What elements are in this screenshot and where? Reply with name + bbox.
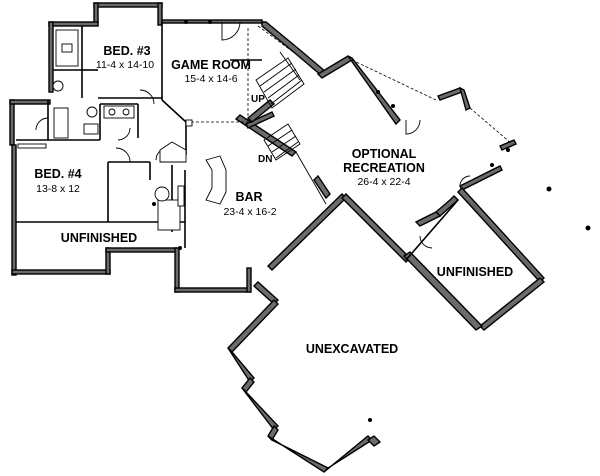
exterior-walls bbox=[9, 2, 263, 293]
game-room-name: GAME ROOM bbox=[171, 58, 251, 72]
room-label-optional-recreation: OPTIONAL RECREATION 26-4 x 22-4 bbox=[343, 147, 425, 188]
room-label-bed3: BED. #3 11-4 x 14-10 bbox=[96, 44, 154, 71]
bed3-dims: 11-4 x 14-10 bbox=[96, 59, 154, 71]
recreation-walls bbox=[347, 55, 546, 331]
unfinished-left-name: UNFINISHED bbox=[61, 231, 137, 245]
room-label-unfinished-right: UNFINISHED bbox=[437, 265, 513, 279]
stair-walls bbox=[234, 21, 354, 157]
bed4-dims: 13-8 x 12 bbox=[36, 183, 80, 195]
room-label-bed4: BED. #4 13-8 x 12 bbox=[34, 167, 81, 195]
bed3-name: BED. #3 bbox=[103, 44, 150, 58]
unexcavated-name: UNEXCAVATED bbox=[306, 342, 398, 356]
bed4-name: BED. #4 bbox=[34, 167, 81, 181]
room-label-game-room: GAME ROOM 15-4 x 14-6 bbox=[171, 58, 251, 85]
stairs bbox=[255, 51, 305, 161]
room-label-unfinished-left: UNFINISHED bbox=[61, 231, 137, 245]
bar-dims: 23-4 x 16-2 bbox=[223, 206, 276, 218]
game-room-dims: 15-4 x 14-6 bbox=[184, 73, 237, 85]
unfinished-right-name: UNFINISHED bbox=[437, 265, 513, 279]
recreation-name-line1: OPTIONAL bbox=[352, 147, 417, 161]
column-markers bbox=[152, 20, 591, 422]
recreation-name-line2: RECREATION bbox=[343, 161, 425, 175]
stair-labels: UP DN bbox=[251, 94, 272, 165]
recreation-dims: 26-4 x 22-4 bbox=[357, 176, 410, 188]
room-label-unexcavated: UNEXCAVATED bbox=[306, 342, 398, 356]
fixtures bbox=[17, 29, 227, 231]
unexcavated-walls bbox=[227, 174, 484, 473]
bar-name: BAR bbox=[235, 190, 262, 204]
stair-up-label: UP bbox=[251, 94, 265, 105]
stair-down-label: DN bbox=[258, 154, 272, 165]
room-label-bar: BAR 23-4 x 16-2 bbox=[223, 190, 276, 218]
